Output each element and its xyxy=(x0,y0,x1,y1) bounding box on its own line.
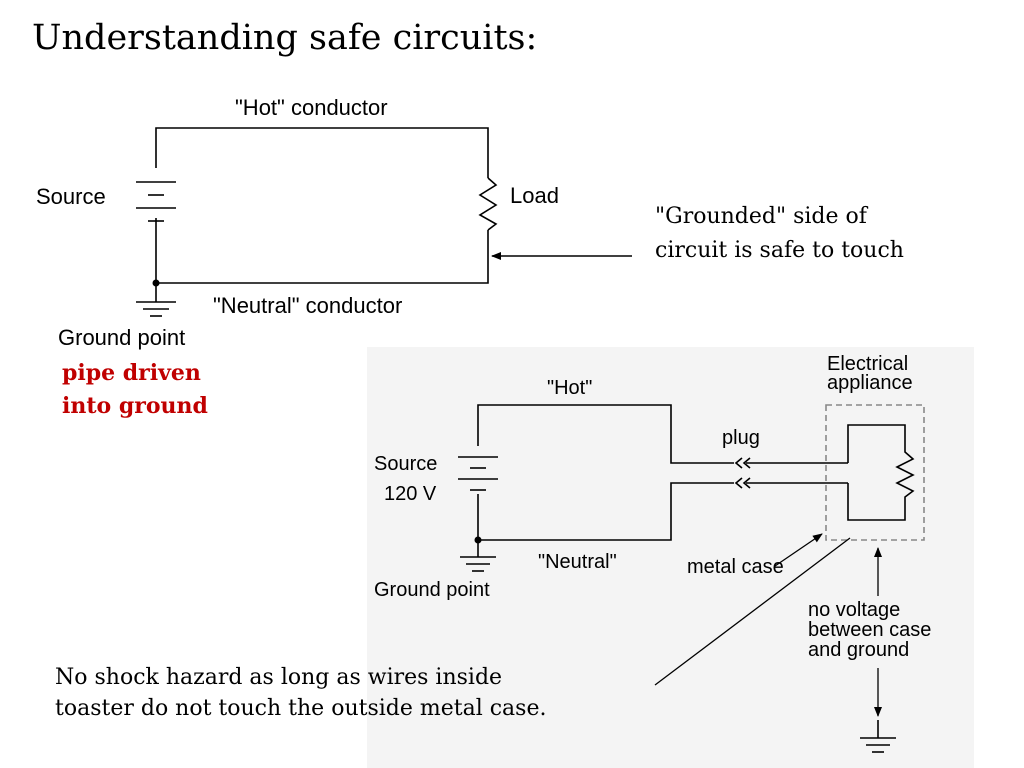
hazard-note-line2: toaster do not touch the outside metal c… xyxy=(55,696,547,721)
appliance-ground-label: Ground point xyxy=(374,579,490,601)
appliance-internal-loop xyxy=(847,424,915,521)
appliance-source-battery-symbol xyxy=(458,456,498,491)
plug-neutral-prong xyxy=(734,477,751,489)
appliance-label-line2: appliance xyxy=(827,372,913,394)
appliance-label-line1: Electrical xyxy=(827,353,908,375)
appliance-source-label: Source xyxy=(374,453,437,475)
metal-case-arrow xyxy=(774,533,823,567)
top-load-label: Load xyxy=(510,183,559,208)
top-neutral-wire xyxy=(155,218,489,284)
top-circuit xyxy=(136,127,498,317)
voltage-note-line1: no voltage xyxy=(808,599,900,621)
plug-hot-prong xyxy=(734,457,751,469)
appliance-neutral-label: "Neutral" xyxy=(538,551,617,573)
top-neutral-label: "Neutral" conductor xyxy=(213,293,402,318)
voltage-note-line3: and ground xyxy=(808,639,909,661)
appliance-circuit xyxy=(458,404,915,753)
slide-title: Understanding safe circuits: xyxy=(32,18,538,58)
appliance-neutral-wire-right xyxy=(477,482,734,541)
metal-case-outline xyxy=(825,404,925,541)
ground-note-line1: pipe driven xyxy=(62,360,201,386)
top-source-battery-symbol xyxy=(136,181,176,222)
grounded-note-line1: "Grounded" side of xyxy=(655,204,869,229)
hazard-pointer-line xyxy=(654,537,851,686)
top-hot-wire xyxy=(155,127,489,178)
top-load-resistor xyxy=(478,177,498,231)
top-ground-symbol xyxy=(136,283,176,317)
hazard-note: No shock hazard as long as wires inside … xyxy=(55,662,546,724)
top-source-label: Source xyxy=(36,184,106,209)
appliance-hot-label: "Hot" xyxy=(547,377,592,399)
case-ground-symbol xyxy=(860,720,896,753)
top-ground-label: Ground point xyxy=(58,325,185,350)
voltage-note-line2: between case xyxy=(808,619,931,641)
top-ground-junction xyxy=(152,279,160,287)
top-hot-label: "Hot" conductor xyxy=(235,95,388,120)
metal-case-label: metal case xyxy=(687,556,784,578)
ground-note-line2: into ground xyxy=(62,393,208,419)
appliance-hot-wire xyxy=(477,404,734,464)
appliance-voltage-label: 120 V xyxy=(384,483,437,505)
hazard-note-line1: No shock hazard as long as wires inside xyxy=(55,665,503,690)
grounded-note-line2: circuit is safe to touch xyxy=(655,238,904,263)
plug-label: plug xyxy=(722,427,760,449)
appliance-ground-junction xyxy=(474,536,482,544)
